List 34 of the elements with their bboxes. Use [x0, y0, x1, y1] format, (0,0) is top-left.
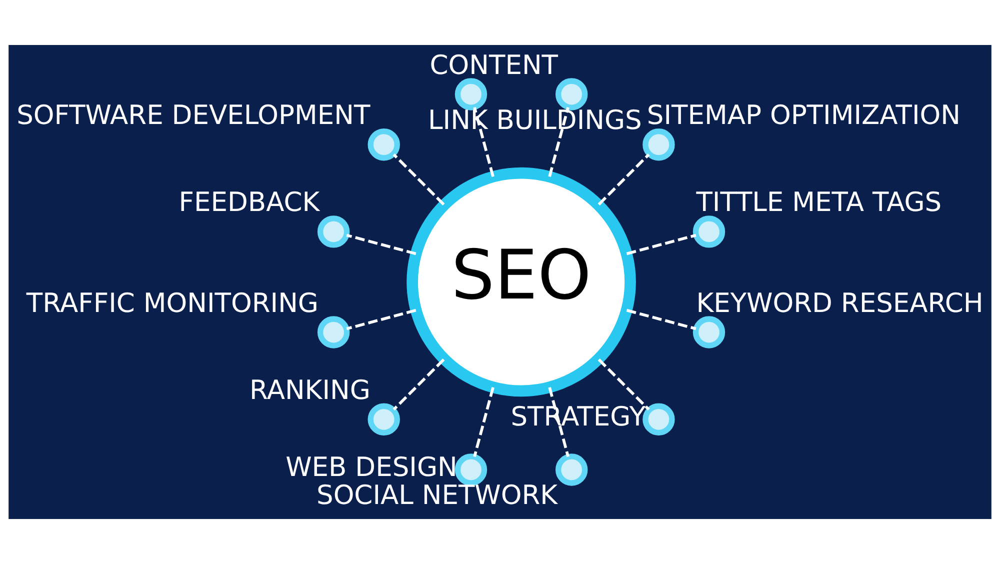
node-label: FEEDBACK: [178, 186, 320, 218]
node-circle: [555, 78, 588, 110]
node-circle: [454, 78, 488, 110]
node-label: TRAFFIC MONITORING: [26, 287, 318, 318]
node-circle: [368, 128, 400, 160]
node-label: LINK BUILDINGS: [428, 104, 642, 136]
node-label: TITTLE META TAGS: [696, 186, 942, 218]
node-circle: [692, 215, 726, 248]
node-circle: [317, 215, 350, 248]
node-label: WEB DESIGN: [286, 451, 458, 482]
connector: [392, 152, 445, 205]
node-label: SOCIAL NETWORK: [316, 480, 558, 511]
node-label: SITEMAP OPTIMIZATION: [646, 100, 960, 131]
connector: [626, 308, 696, 330]
node-circle: [454, 453, 488, 486]
connector: [598, 358, 650, 410]
connector: [626, 233, 696, 255]
node-label: RANKING: [249, 374, 370, 406]
node-label: KEYWORD RESEARCH: [696, 287, 984, 318]
node-circle: [692, 316, 726, 348]
connector: [473, 386, 494, 457]
connector: [473, 106, 494, 176]
node-label: SOFTWARE DEVELOPMENT: [16, 100, 370, 131]
connector: [598, 152, 650, 205]
connector: [346, 233, 416, 255]
node-circle: [555, 453, 588, 486]
connector: [548, 106, 570, 176]
node-circle: SEO: [406, 166, 636, 396]
node-label: CONTENT: [430, 49, 558, 80]
node-circle: [317, 316, 350, 348]
connector: [392, 358, 445, 410]
node-circle: [368, 402, 400, 436]
connector: [346, 308, 416, 330]
node-circle: [642, 128, 675, 160]
